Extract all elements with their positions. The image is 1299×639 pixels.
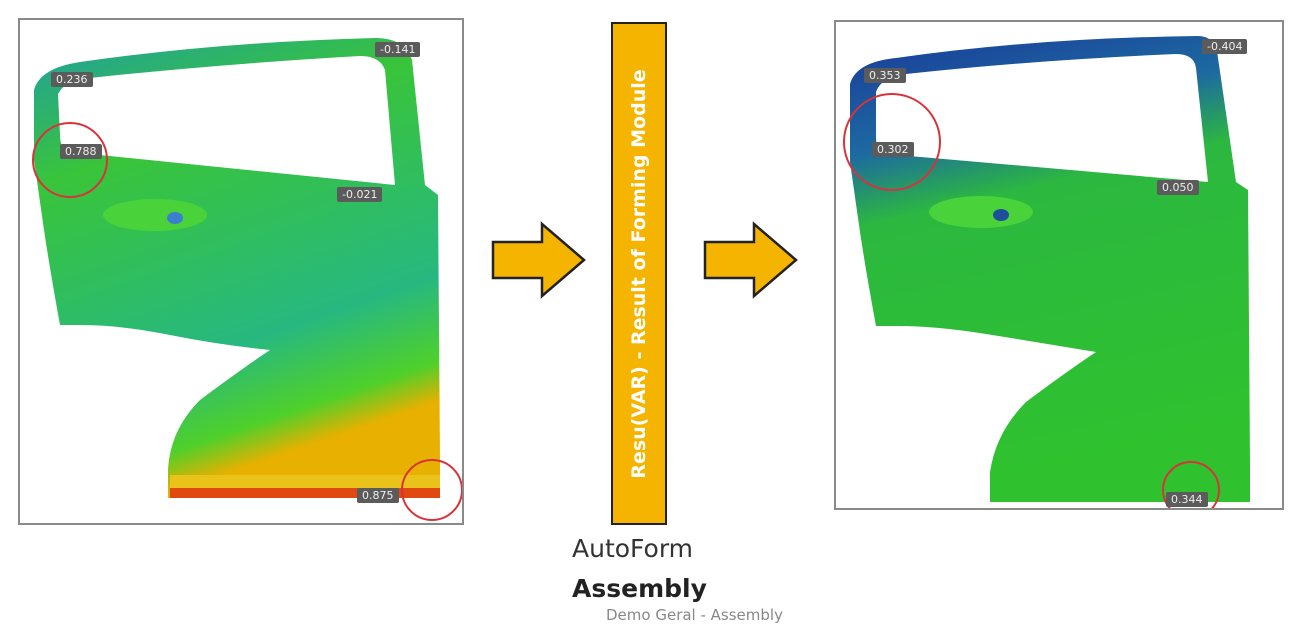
value-label: -0.021: [337, 187, 383, 202]
forming-module-label: Resu(VAR) - Result of Forming Module: [628, 68, 650, 479]
value-label: 0.875: [357, 488, 399, 503]
right-door-panel: 0.353 -0.404 0.302 0.050 0.344: [834, 20, 1284, 510]
highlight-circle: [32, 122, 108, 198]
value-label: 0.050: [1157, 180, 1199, 195]
brand-name: AutoForm: [572, 534, 694, 563]
highlight-circle: [401, 459, 462, 521]
forming-module-bar: Resu(VAR) - Result of Forming Module: [611, 22, 667, 525]
value-label: -0.404: [1202, 39, 1248, 54]
value-label: 0.302: [872, 142, 914, 157]
arrow-right-icon: [491, 221, 586, 299]
left-door-panel: 0.236 -0.141 0.788 -0.021 0.875: [18, 18, 464, 525]
brand-product: Assembly: [572, 574, 707, 603]
value-label: 0.353: [864, 68, 906, 83]
value-label: 0.236: [51, 72, 93, 87]
value-label: -0.141: [375, 42, 421, 57]
value-label: 0.344: [1166, 492, 1208, 507]
value-label: 0.788: [60, 144, 102, 159]
brand-caption: Demo Geral - Assembly: [606, 606, 783, 624]
right-door-image: [843, 36, 1250, 508]
highlight-circle: [1162, 461, 1220, 508]
highlight-circle: [843, 93, 941, 191]
left-door-image: [32, 38, 462, 521]
arrow-right-icon: [703, 221, 798, 299]
